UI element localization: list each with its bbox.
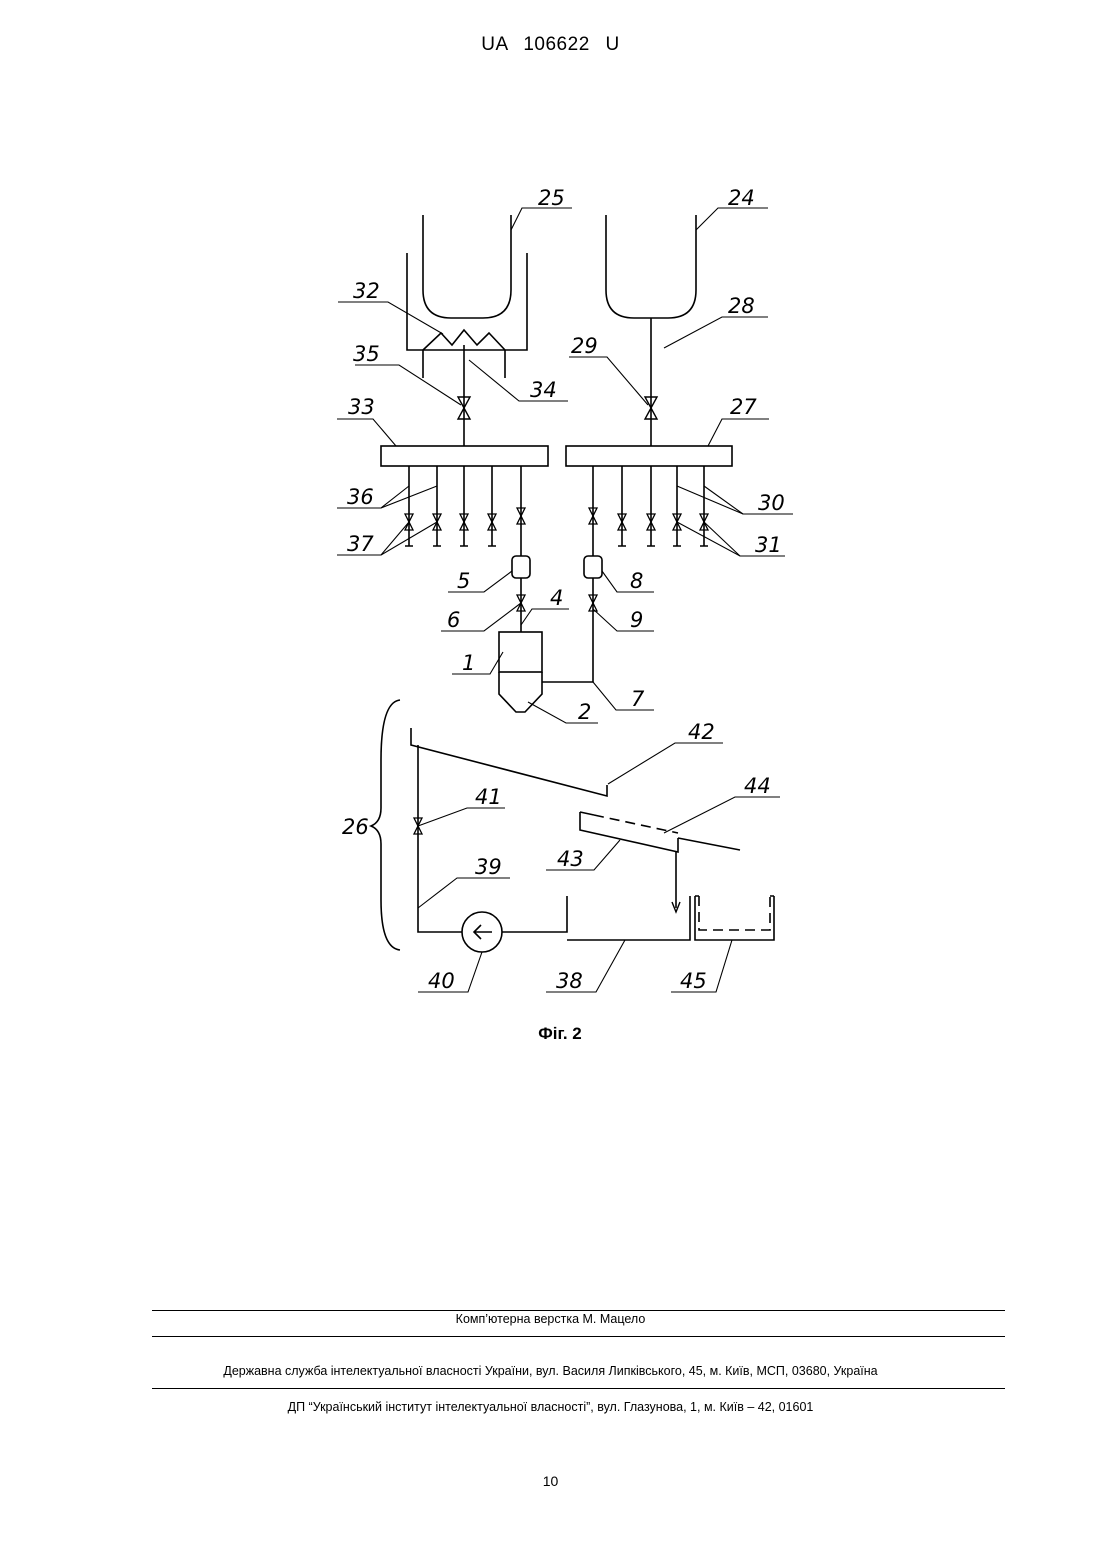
filter-8 — [584, 556, 602, 578]
label-31: 31 — [755, 533, 782, 557]
label-5: 5 — [457, 569, 470, 593]
page-number: 10 — [0, 1473, 1101, 1489]
label-25: 25 — [538, 186, 565, 210]
label-30: 30 — [758, 491, 785, 515]
label-38: 38 — [556, 969, 583, 993]
manifold-33 — [381, 446, 548, 466]
label-37: 37 — [347, 532, 374, 556]
label-24: 24 — [728, 186, 755, 210]
label-27: 27 — [730, 395, 757, 419]
container-45 — [695, 896, 774, 940]
label-32: 32 — [353, 279, 380, 303]
label-8: 8 — [630, 569, 643, 593]
label-6: 6 — [447, 608, 460, 632]
label-41: 41 — [475, 785, 502, 809]
filter-5 — [512, 556, 530, 578]
label-40: 40 — [428, 969, 455, 993]
label-1: 1 — [462, 651, 475, 675]
tank-25 — [423, 215, 511, 318]
label-28: 28 — [728, 294, 755, 318]
footer-divider-bottom — [152, 1388, 1005, 1389]
tray-42 — [411, 728, 607, 796]
label-9: 9 — [630, 608, 643, 632]
figure-2-diagram: 25 24 32 28 29 35 34 33 27 36 30 37 31 5… — [0, 0, 1101, 1070]
label-43: 43 — [557, 847, 584, 871]
label-36: 36 — [347, 485, 374, 509]
label-44: 44 — [744, 774, 771, 798]
label-42: 42 — [688, 720, 715, 744]
footer-institute-address: ДП “Український інститут інтелектуальної… — [0, 1400, 1101, 1414]
footer-compiled-by: Комп’ютерна верстка М. Мацело — [0, 1312, 1101, 1326]
manifold-27 — [566, 446, 732, 466]
figure-caption: Фіг. 2 — [538, 1024, 582, 1043]
label-39: 39 — [475, 855, 502, 879]
label-35: 35 — [353, 342, 380, 366]
label-29: 29 — [571, 334, 598, 358]
footer-divider-top — [152, 1310, 1005, 1311]
label-26: 26 — [342, 815, 369, 839]
footer-service-address: Державна служба інтелектуальної власност… — [0, 1364, 1101, 1378]
label-4: 4 — [550, 586, 563, 610]
vessel-1 — [499, 632, 542, 672]
label-33: 33 — [348, 395, 375, 419]
brace-26 — [371, 700, 400, 950]
label-34: 34 — [530, 378, 557, 402]
separator-43 — [580, 812, 678, 852]
footer-divider-middle — [152, 1336, 1005, 1337]
label-45: 45 — [680, 969, 707, 993]
tank-24 — [606, 215, 696, 318]
label-2: 2 — [578, 700, 591, 724]
label-7: 7 — [631, 687, 645, 711]
